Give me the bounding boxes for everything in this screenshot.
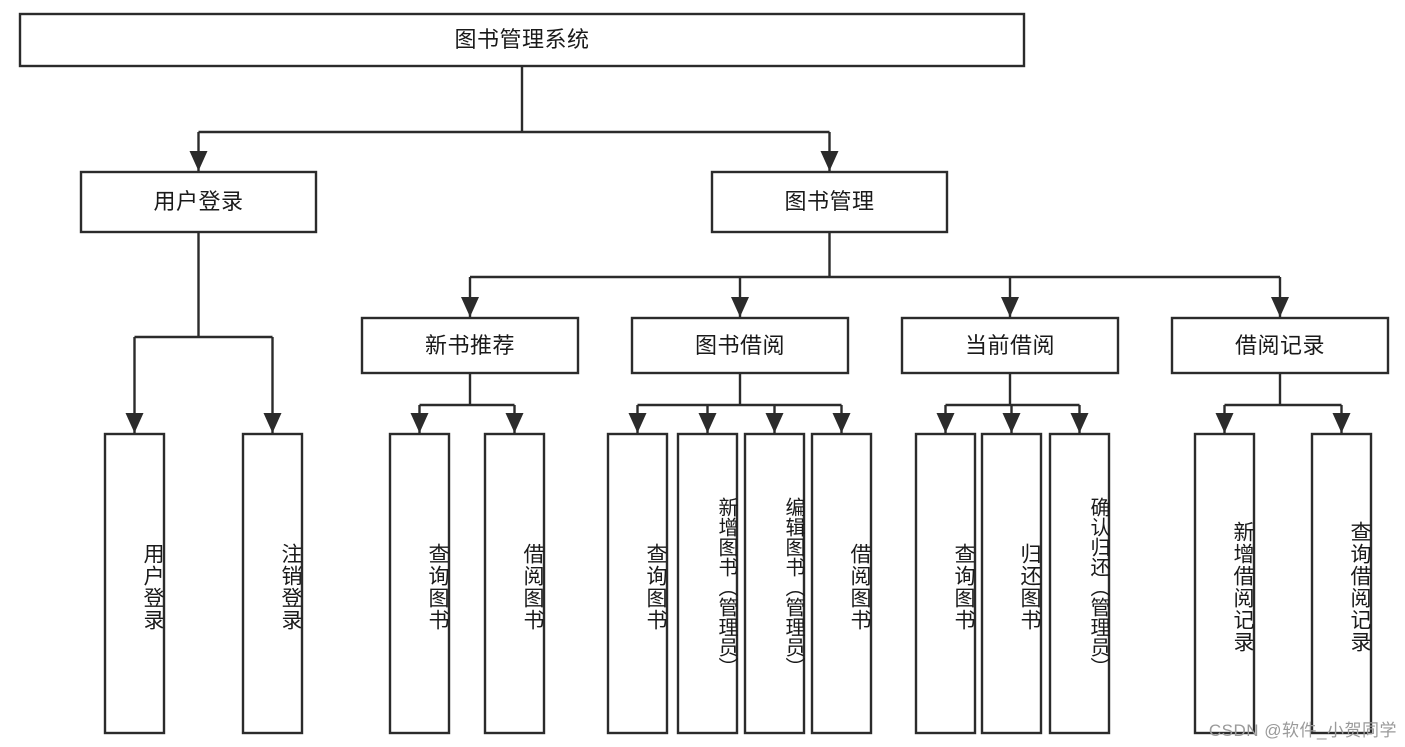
node-box-leaf-confirm-return[interactable] — [1048, 432, 1111, 735]
arrow-head-to-leaf-user-login — [125, 413, 144, 433]
arrow-head-to-leaf-borrow-book-1 — [505, 413, 524, 433]
node-box-newbook[interactable] — [360, 316, 580, 375]
node-box-leaf-query-book-3[interactable] — [914, 432, 977, 735]
arrow-head-to-leaf-query-book-1 — [410, 413, 429, 433]
arrow-head-to-leaf-query-book-3 — [936, 413, 955, 433]
arrow-head-to-leaf-add-record — [1215, 413, 1234, 433]
node-box-leaf-edit-book[interactable] — [743, 432, 806, 735]
arrow-head-to-leaf-return-book — [1002, 413, 1021, 433]
arrow-head-to-newbook — [461, 297, 479, 317]
arrow-head-to-leaf-confirm-return — [1070, 413, 1089, 433]
node-box-leaf-user-login[interactable] — [103, 432, 166, 735]
watermark-text: CSDN @软件_小贺同学 — [1208, 721, 1397, 740]
arrow-head-to-leaf-logout — [263, 413, 282, 433]
arrow-head-to-leaf-query-book-2 — [628, 413, 647, 433]
arrow-head-to-current — [1001, 297, 1019, 317]
arrow-head-to-records — [1271, 297, 1289, 317]
node-box-current[interactable] — [900, 316, 1120, 375]
arrow-head-to-bookmgmt — [820, 151, 839, 171]
node-box-leaf-add-book[interactable] — [676, 432, 739, 735]
arrow-head-to-leaf-borrow-book-2 — [832, 413, 851, 433]
node-box-leaf-add-record[interactable] — [1193, 432, 1256, 735]
node-box-leaf-query-book-2[interactable] — [606, 432, 669, 735]
node-box-borrow[interactable] — [630, 316, 850, 375]
node-box-leaf-logout[interactable] — [241, 432, 304, 735]
arrow-head-to-leaf-add-book — [698, 413, 717, 433]
arrow-head-to-borrow — [731, 297, 749, 317]
node-box-leaf-query-book-1[interactable] — [388, 432, 451, 735]
arrow-head-to-leaf-edit-book — [765, 413, 784, 433]
node-box-leaf-borrow-book-1[interactable] — [483, 432, 546, 735]
node-box-bookmgmt[interactable] — [710, 170, 949, 234]
node-box-leaf-borrow-book-2[interactable] — [810, 432, 873, 735]
node-box-leaf-return-book[interactable] — [980, 432, 1043, 735]
arrow-head-to-login — [189, 151, 208, 171]
node-box-root[interactable] — [18, 12, 1026, 68]
node-box-leaf-query-record[interactable] — [1310, 432, 1373, 735]
node-box-records[interactable] — [1170, 316, 1390, 375]
arrow-head-to-leaf-query-record — [1332, 413, 1351, 433]
node-box-login[interactable] — [79, 170, 318, 234]
